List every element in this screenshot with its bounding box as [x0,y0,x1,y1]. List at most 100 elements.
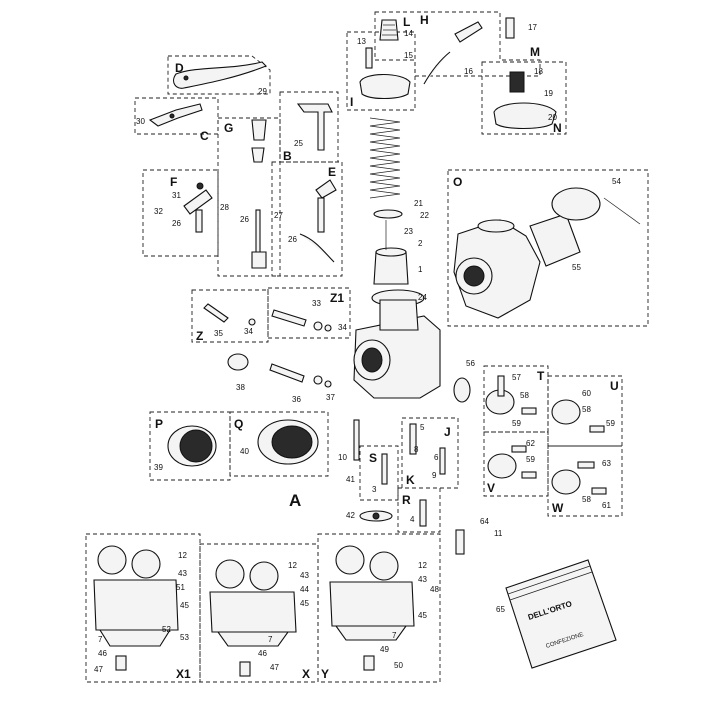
part-number-14: 14 [404,29,413,38]
part-number-1: 1 [418,265,423,274]
section-letter-n: N [553,121,562,135]
section-letter-z: Z [196,329,203,343]
part-number-18: 18 [534,67,543,76]
section-letter-b: B [283,149,292,163]
section-letter-t: T [537,369,545,383]
part-number-12-y: 12 [418,561,427,570]
part-number-51: 51 [176,583,185,592]
part-number-11: 11 [494,529,503,538]
part-number-21: 21 [414,199,423,208]
part-number-59-u: 59 [606,419,615,428]
part-number-59-v: 59 [526,455,535,464]
part-number-62: 62 [526,439,535,448]
part-number-28: 28 [220,203,229,212]
part-number-50: 50 [394,661,403,670]
part-number-47-x1: 47 [94,665,103,674]
part-number-57: 57 [512,373,521,382]
part-number-3: 3 [372,485,377,494]
part-number-19: 19 [544,89,553,98]
part-number-41: 41 [346,475,355,484]
part-number-47-x: 47 [270,663,279,672]
part-number-56: 56 [466,359,475,368]
section-letter-k: K [406,473,415,487]
part-number-40: 40 [240,447,249,456]
part-number-46-x1: 46 [98,649,107,658]
section-letter-h: H [420,13,429,27]
part-number-58-t: 58 [520,391,529,400]
part-number-27: 27 [274,211,283,220]
part-number-25: 25 [294,139,303,148]
part-number-58-u: 58 [582,405,591,414]
part-number-34-z1: 34 [338,323,347,332]
section-letter-r: R [402,493,411,507]
part-number-7-y: 7 [392,631,397,640]
main-spring [369,117,401,199]
part-number-26-e: 26 [288,235,297,244]
part-number-16: 16 [464,67,473,76]
part-number-45-x1: 45 [180,601,189,610]
section-letter-s: S [369,451,377,465]
part-number-49: 49 [380,645,389,654]
part-number-30: 30 [136,117,145,126]
section-letter-g: G [224,121,233,135]
part-number-26-g: 26 [240,215,249,224]
section-letter-q: Q [234,417,243,431]
section-letter-z1: Z1 [330,291,344,305]
part-number-52: 52 [162,625,171,634]
section-letter-y: Y [321,667,329,681]
float-bowl-x1 [93,545,179,671]
part-number-13: 13 [357,37,366,46]
part-number-24: 24 [418,293,427,302]
float-bowl-y [329,545,415,671]
part-number-12-x1: 12 [178,551,187,560]
part-number-43-x1: 43 [178,569,187,578]
part-number-63: 63 [602,459,611,468]
section-letter-i: I [350,95,353,109]
part-number-55: 55 [572,263,581,272]
section-letter-d: D [175,61,184,75]
part-number-8: 8 [414,445,419,454]
part-number-31: 31 [172,191,181,200]
section-letter-p: P [155,417,163,431]
part-number-5: 5 [420,423,425,432]
section-letter-m: M [530,45,540,59]
part-number-43-x: 43 [300,571,309,580]
part-number-48: 48 [430,585,439,594]
part-drawings [93,17,641,677]
section-letter-o: O [453,175,462,189]
part-number-23: 23 [404,227,413,236]
part-number-33: 33 [312,299,321,308]
part-number-26-f: 26 [172,219,181,228]
section-letter-f: F [170,175,177,189]
section-letter-x1: X1 [176,667,191,681]
part-number-20: 20 [548,113,557,122]
part-number-7-x: 7 [268,635,273,644]
part-number-36: 36 [292,395,301,404]
part-number-54: 54 [612,177,621,186]
part-number-17: 17 [528,23,537,32]
part-number-53: 53 [180,633,189,642]
part-numbers: 1 2 3 4 5 6 7 7 7 8 9 10 11 12 12 12 13 … [94,23,621,674]
part-number-32: 32 [154,207,163,216]
carburetor-body-o [453,187,641,319]
section-letter-j: J [444,425,451,439]
section-letter-l: L [403,15,410,29]
section-letter-e: E [328,165,336,179]
part-number-60: 60 [582,389,591,398]
part-number-35: 35 [214,329,223,338]
section-letter-a: A [289,491,301,510]
spare-parts-packet [505,559,617,669]
part-number-6: 6 [434,453,439,462]
part-number-38: 38 [236,383,245,392]
section-letter-x: X [302,667,310,681]
part-number-37: 37 [326,393,335,402]
part-number-45-y: 45 [418,611,427,620]
carburetor-body-main [353,289,441,399]
part-number-34-z: 34 [244,327,253,336]
section-letters: D C B L H M I N G F E O Z Z1 P Q S K J R… [155,13,619,681]
section-letter-v: V [487,481,495,495]
part-number-58-w: 58 [582,495,591,504]
part-number-4: 4 [410,515,415,524]
part-number-59-t: 59 [512,419,521,428]
